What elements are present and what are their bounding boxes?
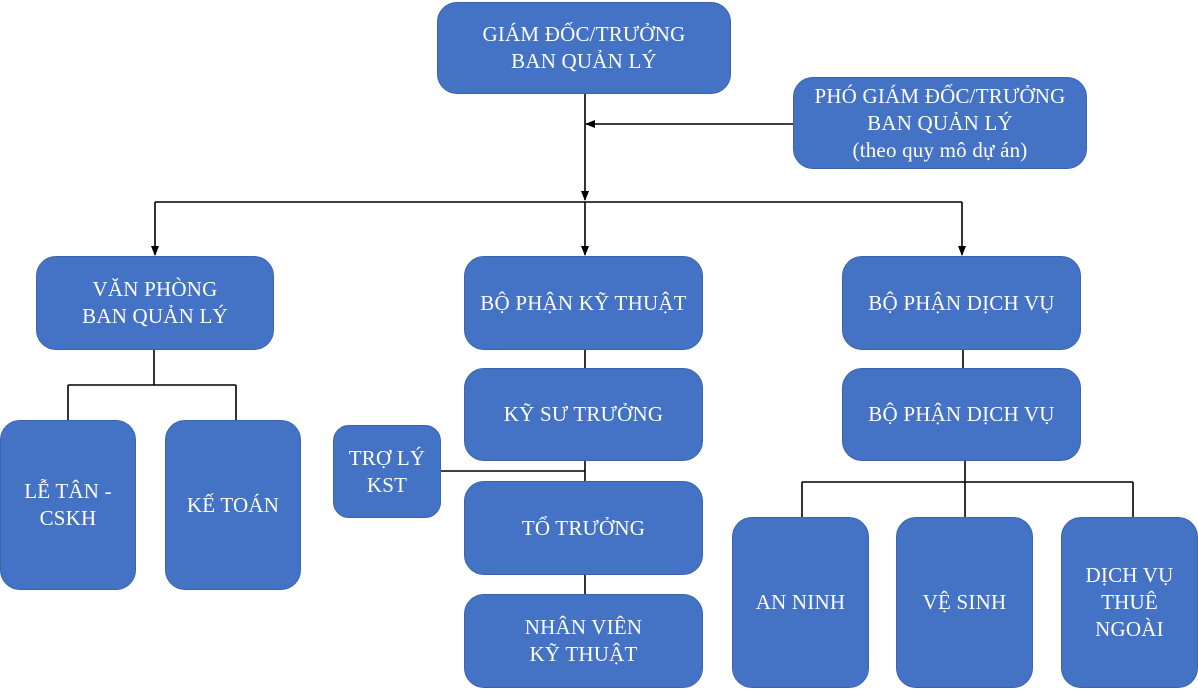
node-assistant: TRỢ LÝ KST [333, 425, 441, 518]
node-tech-staff: NHÂN VIÊN KỸ THUẬT [464, 594, 703, 688]
node-service-sub: BỘ PHẬN DỊCH VỤ [842, 368, 1081, 461]
node-technical: BỘ PHẬN KỸ THUẬT [464, 256, 703, 350]
node-service: BỘ PHẬN DỊCH VỤ [842, 256, 1081, 350]
node-label: VĂN PHÒNG [92, 277, 218, 301]
node-label: BAN QUẢN LÝ [867, 110, 1013, 135]
node-label: BỘ PHẬN DỊCH VỤ [868, 290, 1055, 315]
node-label: NGOÀI [1095, 617, 1164, 641]
node-label: BAN QUẢN LÝ [511, 49, 657, 73]
node-label: GIÁM ĐỐC/TRƯỞNG [482, 22, 686, 46]
node-label: THUÊ [1101, 590, 1158, 614]
node-deputy: PHÓ GIÁM ĐỐC/TRƯỞNG BAN QUẢN LÝ (theo qu… [793, 77, 1087, 169]
node-label: BAN QUẢN LÝ [82, 304, 228, 328]
node-team-leader: TỔ TRƯỞNG [464, 481, 703, 575]
node-label: KỸ THUẬT [529, 642, 638, 666]
node-label: BỘ PHẬN KỸ THUẬT [480, 290, 687, 315]
node-office: VĂN PHÒNG BAN QUẢN LÝ [36, 256, 274, 350]
node-security: AN NINH [732, 517, 869, 688]
node-label: PHÓ GIÁM ĐỐC/TRƯỞNG [814, 83, 1066, 108]
node-label: KST [366, 472, 408, 497]
node-label: NHÂN VIÊN [524, 615, 643, 639]
node-label: DỊCH VỤ [1085, 563, 1174, 587]
node-label: TỔ TRƯỞNG [521, 515, 646, 540]
node-director: GIÁM ĐỐC/TRƯỞNG BAN QUẢN LÝ [437, 2, 731, 94]
node-cleaning: VỆ SINH [896, 517, 1033, 688]
node-label: VỆ SINH [922, 590, 1007, 614]
node-outsourced: DỊCH VỤ THUÊ NGOÀI [1061, 517, 1198, 688]
node-label: CSKH [39, 506, 97, 530]
node-label: LỄ TÂN - [24, 479, 112, 503]
node-label: (theo quy mô dự án) [852, 137, 1028, 162]
node-chief-engineer: KỸ SƯ TRƯỞNG [464, 368, 703, 461]
node-accounting: KẾ TOÁN [165, 420, 301, 590]
node-label: KỸ SƯ TRƯỞNG [503, 402, 664, 426]
node-label: BỘ PHẬN DỊCH VỤ [868, 402, 1055, 426]
node-label: AN NINH [755, 590, 846, 614]
node-label: TRỢ LÝ [348, 445, 426, 470]
node-reception: LỄ TÂN - CSKH [0, 420, 136, 590]
node-label: KẾ TOÁN [186, 492, 280, 517]
